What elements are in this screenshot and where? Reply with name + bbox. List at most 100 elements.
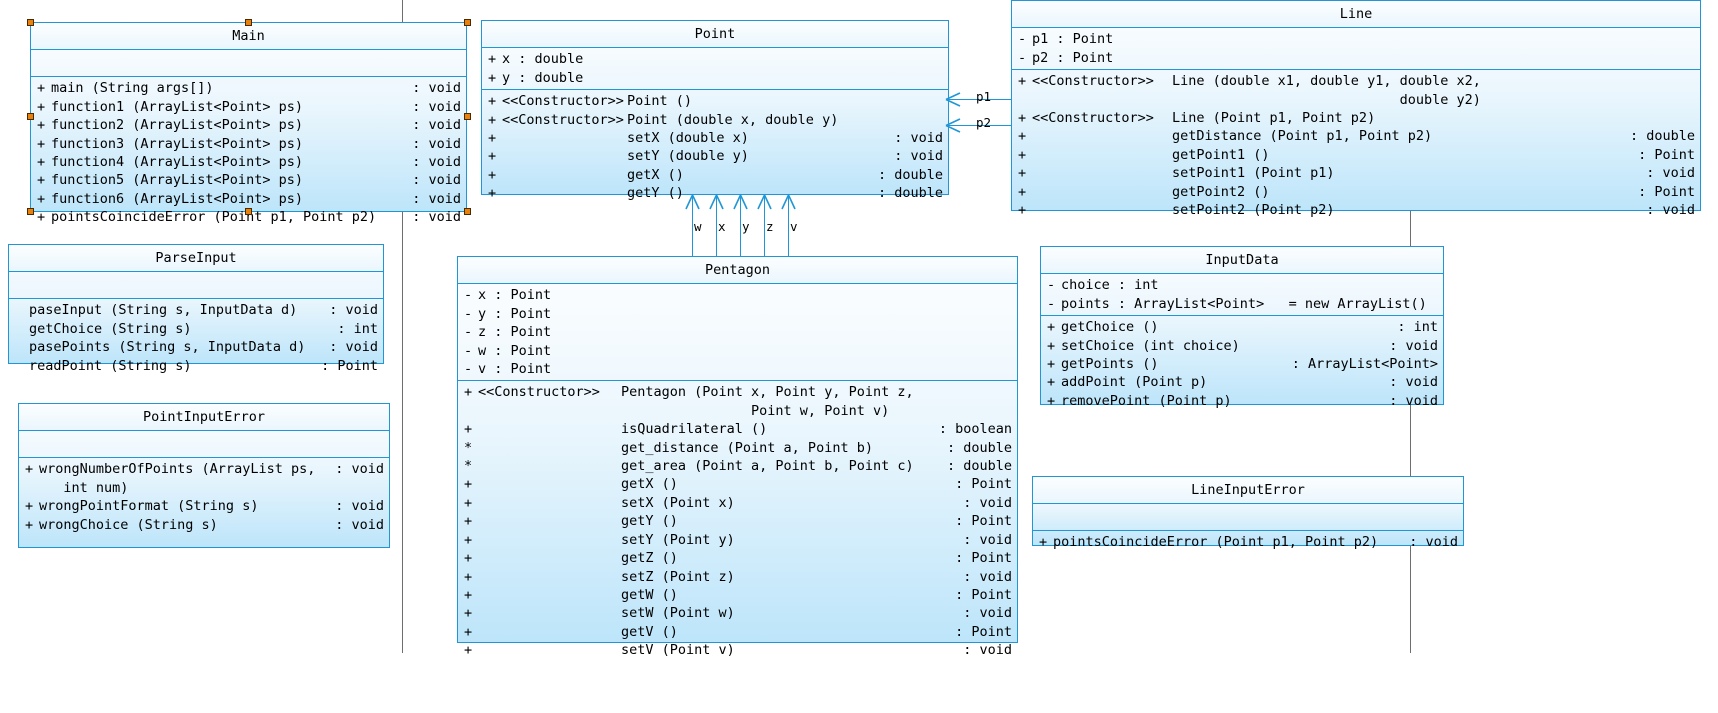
member-signature: get_area (Point a, Point b, Point c) bbox=[621, 458, 914, 475]
member-signature: getY () bbox=[621, 513, 678, 530]
visibility-marker: + bbox=[488, 185, 497, 202]
selection-handle-bottom-center[interactable] bbox=[245, 208, 252, 215]
class-operation-row: +pointsCoincideError (Point p1, Point p2… bbox=[1033, 533, 1463, 551]
assoc-arrowhead-p2 bbox=[945, 118, 961, 133]
stereotype-label: <<Constructor>> bbox=[502, 111, 624, 128]
class-operation-row: +setY (Point y): void bbox=[458, 531, 1017, 549]
class-operation-row: +function1 (ArrayList<Point> ps): void bbox=[31, 98, 466, 116]
member-signature: z : Point bbox=[478, 324, 552, 341]
selection-handle-bottom-right[interactable] bbox=[464, 208, 471, 215]
member-signature: points : ArrayList<Point> = new ArrayLis… bbox=[1061, 295, 1427, 312]
class-box-line[interactable]: Line -p1 : Point-p2 : Point +<<Construct… bbox=[1011, 0, 1701, 218]
member-signature: function2 (ArrayList<Point> ps) bbox=[51, 117, 303, 134]
member-signature: wrongChoice (String s) bbox=[39, 516, 218, 533]
class-operation-row: +function3 (ArrayList<Point> ps): void bbox=[31, 135, 466, 153]
assoc-line-p2-horizontal bbox=[949, 125, 1011, 126]
class-operation-row: +removePoint (Point p): void bbox=[1041, 392, 1443, 410]
visibility-marker: + bbox=[464, 494, 473, 511]
assoc-label-x: x bbox=[718, 219, 726, 234]
member-signature: setPoint2 (Point p2) bbox=[1172, 202, 1335, 219]
class-box-inputdata[interactable]: InputData -choice : int-points : ArrayLi… bbox=[1040, 246, 1444, 409]
member-return-type: : void bbox=[963, 568, 1012, 585]
visibility-marker: + bbox=[464, 586, 473, 603]
member-signature: getY () bbox=[627, 185, 684, 202]
member-return-type: : double bbox=[946, 458, 1012, 475]
visibility-marker: + bbox=[1018, 183, 1027, 200]
visibility-marker: * bbox=[464, 439, 473, 456]
class-box-parseinput[interactable]: ParseInput paseInput (String s, InputDat… bbox=[8, 244, 384, 374]
member-signature: setX (double x) bbox=[627, 130, 749, 147]
class-operation-row: +getPoints (): ArrayList<Point> bbox=[1041, 355, 1443, 373]
selection-handle-top-center[interactable] bbox=[245, 19, 252, 26]
member-signature: getZ () bbox=[621, 550, 678, 567]
member-signature: y : double bbox=[502, 69, 584, 86]
class-operation-row: readPoint (String s): Point bbox=[9, 357, 383, 375]
member-return-type: : void bbox=[335, 461, 384, 478]
member-return-type: : void bbox=[412, 190, 461, 207]
member-signature: readPoint (String s) bbox=[29, 357, 192, 374]
member-signature: w : Point bbox=[478, 342, 552, 359]
member-signature: getPoint2 () bbox=[1172, 183, 1270, 200]
class-box-lineinputerror[interactable]: LineInputError +pointsCoincideError (Poi… bbox=[1032, 476, 1464, 550]
class-attribute-row: +x : double bbox=[482, 50, 948, 68]
member-signature: wrongNumberOfPoints (ArrayList ps, int n… bbox=[39, 461, 316, 496]
visibility-marker: + bbox=[1047, 319, 1056, 336]
visibility-marker: + bbox=[1018, 128, 1027, 145]
class-operation-row: +setX (Point x): void bbox=[458, 494, 1017, 512]
member-return-type: : void bbox=[412, 80, 461, 97]
class-operation-row: * get_area (Point a, Point b, Point c) : d… bbox=[458, 457, 1017, 475]
class-operation-row: +getChoice (): int bbox=[1041, 318, 1443, 336]
visibility-marker: + bbox=[1018, 110, 1027, 127]
member-return-type: : Point bbox=[955, 550, 1012, 567]
member-return-type: : Point bbox=[955, 623, 1012, 640]
class-attribute-row: -p1 : Point bbox=[1012, 30, 1700, 48]
class-operation-row: +setZ (Point z): void bbox=[458, 568, 1017, 586]
member-return-type: : Point bbox=[955, 586, 1012, 603]
class-box-main[interactable]: Main +main (String args[]): void+functio… bbox=[30, 22, 467, 225]
member-signature: setV (Point v) bbox=[621, 642, 735, 659]
class-operation-row: +getPoint1 (): Point bbox=[1012, 146, 1700, 164]
member-signature: getChoice (String s) bbox=[29, 320, 192, 337]
member-return-type: : void bbox=[412, 117, 461, 134]
assoc-arrowhead-y bbox=[733, 194, 748, 210]
member-signature: choice : int bbox=[1061, 277, 1159, 294]
member-return-type: : void bbox=[1389, 337, 1438, 354]
class-operation-row: +setW (Point w): void bbox=[458, 604, 1017, 622]
visibility-marker: * bbox=[464, 458, 473, 475]
member-return-type: : int bbox=[1397, 319, 1438, 336]
selection-handle-middle-right[interactable] bbox=[464, 113, 471, 120]
visibility-marker: + bbox=[1047, 374, 1056, 391]
member-signature: addPoint (Point p) bbox=[1061, 374, 1208, 391]
selection-handle-top-right[interactable] bbox=[464, 19, 471, 26]
class-operation-row: +wrongPointFormat (String s): void bbox=[19, 497, 389, 515]
visibility-marker: + bbox=[25, 498, 34, 515]
member-return-type: : void bbox=[894, 148, 943, 165]
class-attributes-lineinputerror bbox=[1033, 504, 1463, 532]
class-box-pointinputerror[interactable]: PointInputError +wrongNumberOfPoints (Ar… bbox=[18, 403, 390, 548]
assoc-line-p1-horizontal bbox=[949, 99, 1011, 100]
visibility-marker: + bbox=[37, 117, 46, 134]
class-operation-row: +setPoint2 (Point p2): void bbox=[1012, 201, 1700, 219]
selection-handle-middle-left[interactable] bbox=[27, 113, 34, 120]
member-signature: getW () bbox=[621, 586, 678, 603]
visibility-marker: + bbox=[1039, 534, 1048, 551]
class-operation-row: +function6 (ArrayList<Point> ps): void bbox=[31, 190, 466, 208]
member-return-type: : void bbox=[963, 494, 1012, 511]
class-name-line: Line bbox=[1012, 1, 1700, 29]
selection-handle-top-left[interactable] bbox=[27, 19, 34, 26]
member-return-type: : void bbox=[963, 642, 1012, 659]
member-signature: getPoint1 () bbox=[1172, 146, 1270, 163]
class-name-inputdata: InputData bbox=[1041, 247, 1443, 275]
class-operations-pointinputerror: + wrongNumberOfPoints (ArrayList ps, int … bbox=[19, 458, 389, 536]
visibility-marker: + bbox=[464, 623, 473, 640]
member-signature: Point () bbox=[627, 93, 693, 110]
member-signature: function6 (ArrayList<Point> ps) bbox=[51, 190, 303, 207]
class-box-pentagon[interactable]: Pentagon -x : Point-y : Point-z : Point-… bbox=[457, 256, 1018, 658]
class-name-lineinputerror: LineInputError bbox=[1033, 477, 1463, 505]
visibility-marker: - bbox=[464, 305, 473, 322]
member-return-type: : void bbox=[1409, 534, 1458, 551]
member-return-type: : double bbox=[1629, 128, 1695, 145]
class-box-point[interactable]: Point +x : double+y : double +<<Construc… bbox=[481, 20, 949, 201]
selection-handle-bottom-left[interactable] bbox=[27, 208, 34, 215]
member-signature: getV () bbox=[621, 623, 678, 640]
